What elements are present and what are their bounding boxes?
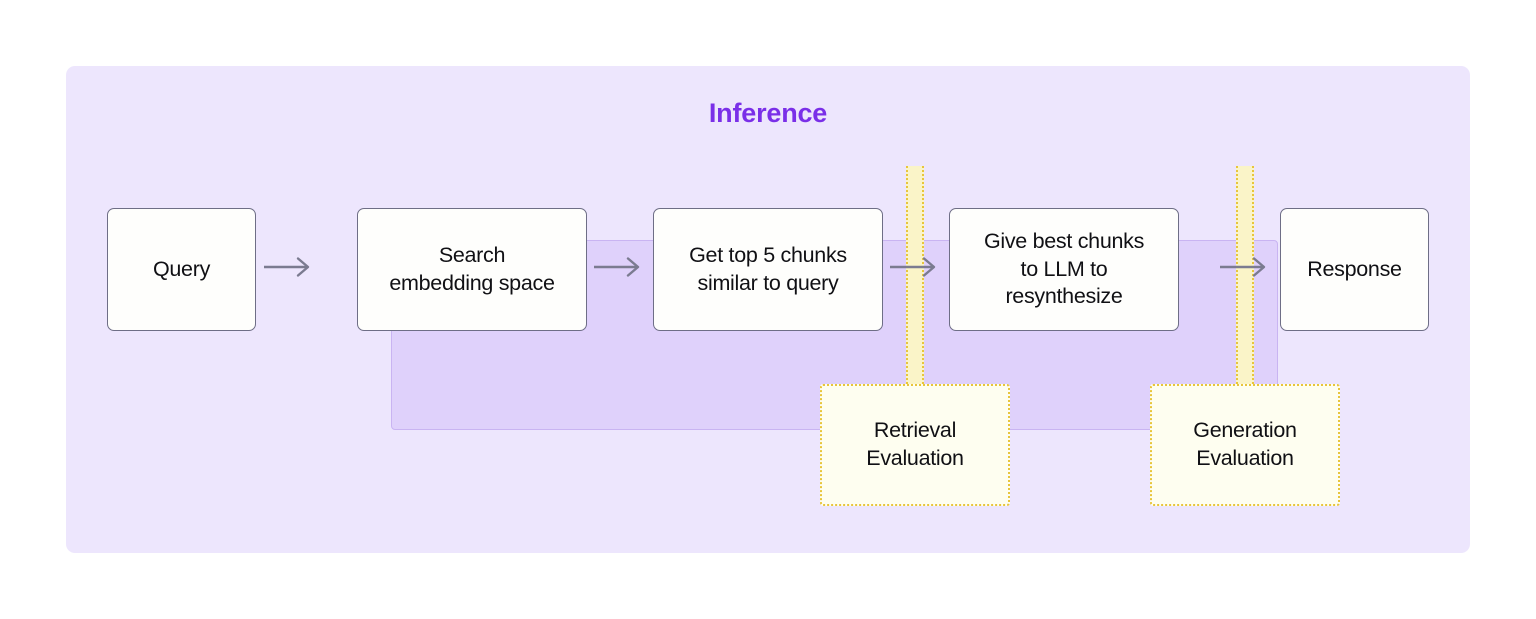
node-response-label: Response: [1307, 256, 1402, 281]
retrieval-evaluation-label-line2: Evaluation: [866, 446, 964, 470]
generation-evaluation-label-line2: Evaluation: [1196, 446, 1294, 470]
retrieval-evaluation-label-line1: Retrieval: [873, 418, 957, 443]
node-topk-label-line1: Get top 5 chunks: [689, 242, 847, 267]
node-llm-label-line1: Give best chunks: [983, 228, 1145, 253]
node-query[interactable]: Query: [107, 208, 256, 331]
node-llm-label-line2: to LLM to: [1020, 256, 1108, 281]
node-search-embedding-space[interactable]: Search embedding space: [357, 208, 587, 331]
node-search-label-line2: embedding space: [389, 270, 555, 295]
generation-evaluation-box[interactable]: Generation Evaluation: [1150, 384, 1340, 506]
generation-evaluation-label: Generation Evaluation: [1193, 417, 1297, 472]
node-topk-label: Get top 5 chunks similar to query: [689, 242, 847, 298]
node-give-best-chunks-to-llm[interactable]: Give best chunks to LLM to resynthesize: [949, 208, 1179, 331]
node-get-top-chunks[interactable]: Get top 5 chunks similar to query: [653, 208, 883, 331]
node-query-label: Query: [152, 256, 211, 281]
node-llm-label-line3: resynthesize: [1005, 284, 1123, 309]
generation-evaluation-band: [1236, 166, 1254, 388]
retrieval-evaluation-label: Retrieval Evaluation: [866, 417, 964, 472]
node-topk-label-line2: similar to query: [697, 270, 839, 295]
page-title: Inference: [708, 98, 828, 128]
node-response[interactable]: Response: [1280, 208, 1429, 331]
retrieval-evaluation-box[interactable]: Retrieval Evaluation: [820, 384, 1010, 506]
retrieval-evaluation-band: [906, 166, 924, 388]
node-llm-label: Give best chunks to LLM to resynthesize: [984, 228, 1144, 312]
node-search-label: Search embedding space: [389, 242, 555, 298]
generation-evaluation-label-line1: Generation: [1193, 418, 1297, 443]
node-search-label-line1: Search: [438, 242, 506, 267]
